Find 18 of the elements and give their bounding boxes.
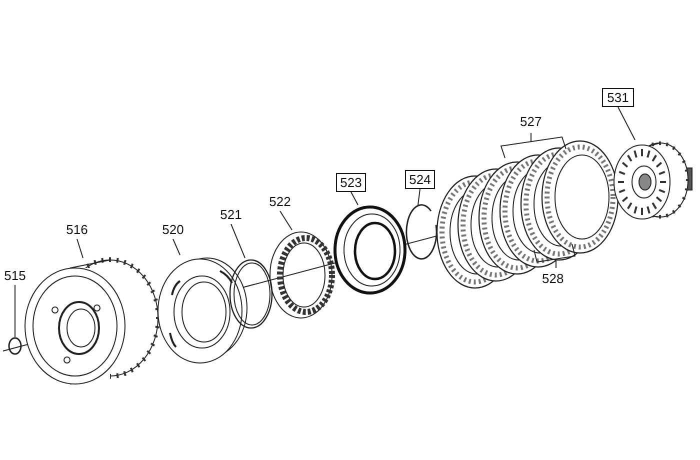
leader-line [230,224,246,258]
seal-ring-drawing [228,258,274,330]
seal-plate-drawing [333,205,408,295]
spring-ring-drawing [268,230,338,320]
o-ring [7,337,23,355]
callout-number: 531 [602,88,634,107]
leader-line [350,192,358,206]
leader-line [172,238,180,256]
leader-line [618,106,636,140]
leader-line [418,188,420,206]
leader-line [280,210,292,230]
leader-line [76,238,84,258]
callout-number: 523 [336,173,366,192]
clutch-hub-drawing [612,140,694,220]
callout-number: 524 [405,170,435,189]
callout-number: 527 [519,115,543,128]
leader-line [14,284,16,338]
callout-number: 528 [541,272,565,285]
